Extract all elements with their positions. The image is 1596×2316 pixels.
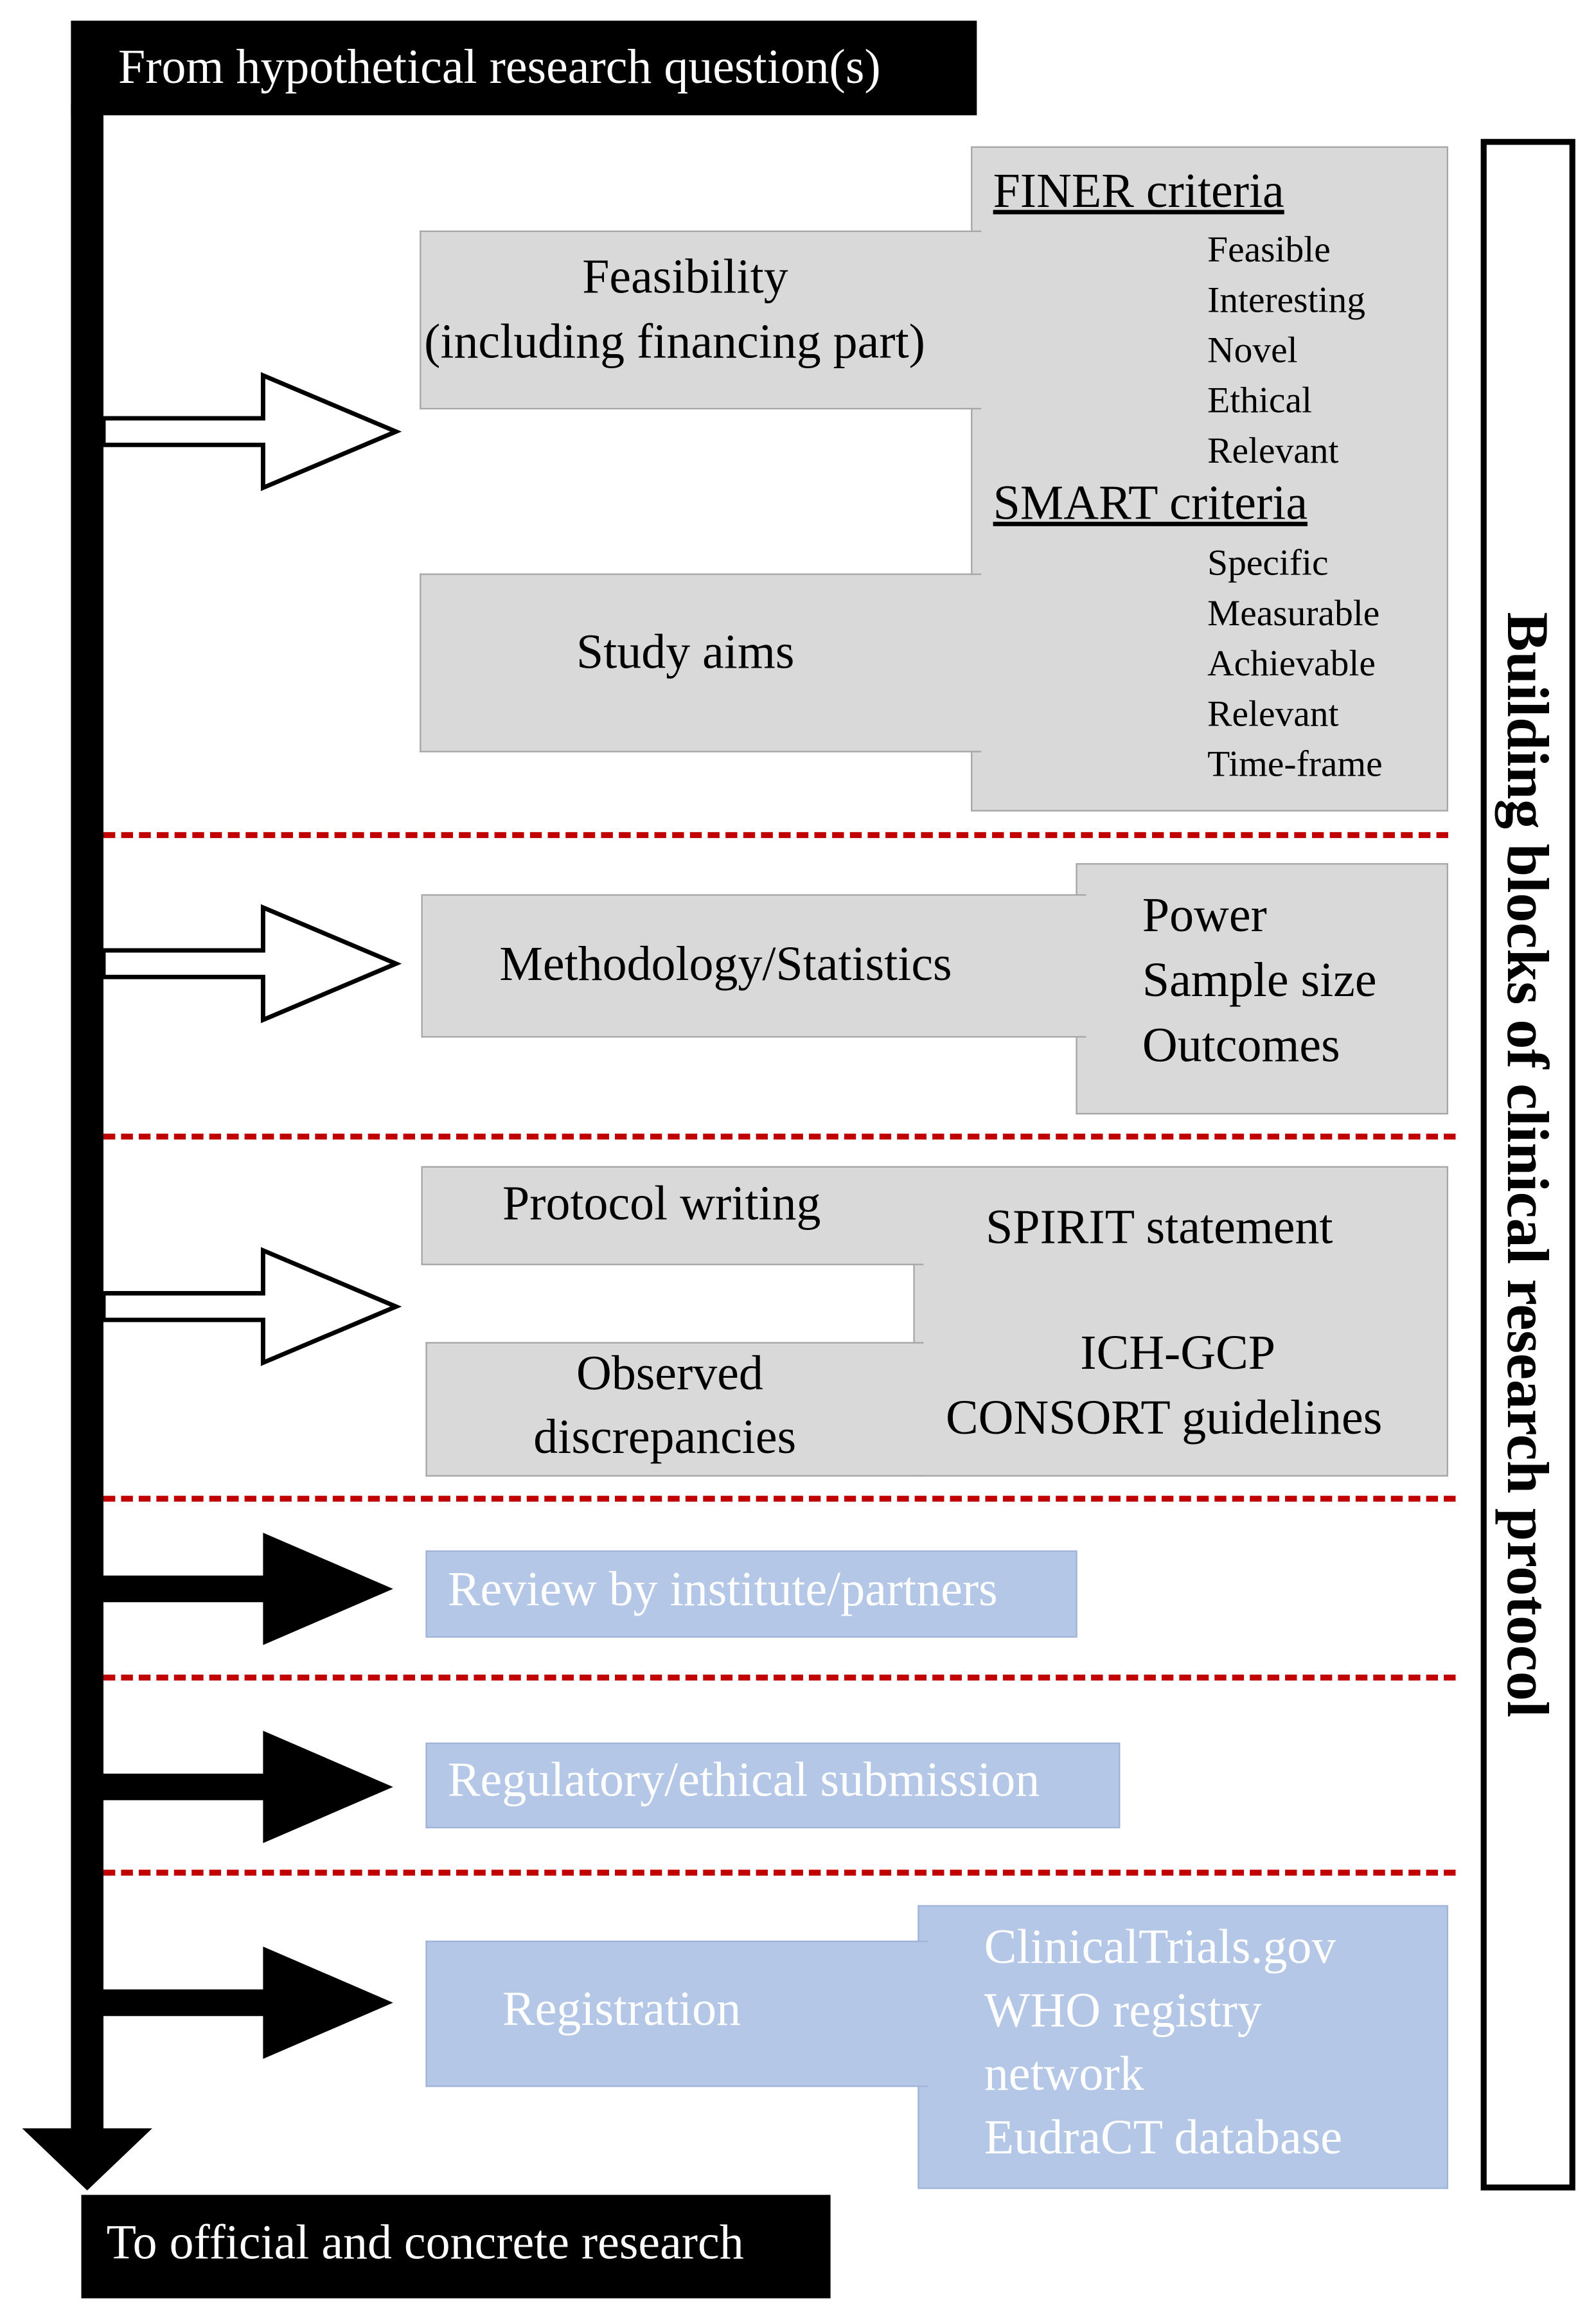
registries-box — [918, 1905, 1448, 2189]
review-box — [425, 1550, 1077, 1638]
solid-arrow-registration — [103, 1946, 393, 2059]
protocol-writing-box — [421, 1166, 924, 1265]
divider-4 — [103, 1674, 1456, 1681]
feasibility-subtitle: (including financing part) — [424, 316, 925, 370]
feasibility-box — [420, 230, 982, 410]
registry-item: EudraCT database — [984, 2112, 1342, 2166]
finer-item: Relevant — [1207, 431, 1339, 472]
protocol-writing-label: Protocol writing — [502, 1178, 821, 1231]
methodology-item: Power — [1142, 889, 1267, 943]
guidelines-box — [913, 1166, 1448, 1477]
methodology-item: Outcomes — [1142, 1020, 1340, 1073]
finer-title: FINER criteria — [993, 165, 1284, 219]
discrepancies-label: discrepancies — [533, 1411, 797, 1465]
finer-item: Novel — [1207, 331, 1298, 371]
solid-arrow-review — [103, 1533, 393, 1645]
divider-3 — [103, 1495, 1456, 1502]
methodology-box — [421, 894, 1086, 1038]
main-flow-shaft — [71, 103, 103, 2136]
hollow-arrow-methodology — [101, 904, 402, 1024]
main-flow-arrowhead — [22, 2128, 152, 2191]
top-banner-text: From hypothetical research question(s) — [118, 41, 881, 95]
side-label-text: Building blocks of clinical research pro… — [1494, 612, 1561, 1718]
solid-arrow-regulatory — [103, 1731, 393, 1844]
divider-1 — [103, 832, 1448, 839]
smart-item: Achievable — [1207, 644, 1376, 684]
smart-item: Relevant — [1207, 695, 1339, 735]
smart-title: SMART criteria — [993, 477, 1308, 531]
hollow-arrow-feasibility — [101, 371, 402, 492]
finer-item: Ethical — [1207, 381, 1312, 422]
spirit-label: SPIRIT statement — [986, 1201, 1333, 1255]
smart-item: Time-frame — [1207, 745, 1383, 785]
study-aims-box — [420, 573, 982, 753]
review-label: Review by institute/partners — [447, 1563, 998, 1617]
side-label-box: Building blocks of clinical research pro… — [1480, 139, 1575, 2191]
outcomes-box — [1076, 863, 1448, 1115]
top-banner: From hypothetical research question(s) — [71, 21, 977, 116]
registry-item: WHO registry — [984, 1984, 1262, 2038]
ichgcp-label: ICH-GCP — [1080, 1327, 1275, 1381]
regulatory-label: Regulatory/ethical submission — [447, 1754, 1040, 1808]
divider-2 — [103, 1134, 1456, 1140]
divider-5 — [103, 1869, 1456, 1876]
registration-label: Registration — [502, 1983, 741, 2037]
regulatory-box — [425, 1742, 1121, 1829]
finer-item: Feasible — [1207, 230, 1331, 271]
registry-item: network — [984, 2048, 1144, 2102]
discrepancies-box — [425, 1342, 924, 1477]
feasibility-label: Feasibility — [582, 251, 788, 305]
observed-label: Observed — [576, 1348, 763, 1402]
study-aims-label: Study aims — [576, 627, 795, 680]
smart-item: Measurable — [1207, 594, 1380, 634]
registration-box — [425, 1940, 928, 2087]
hollow-arrow-protocol — [101, 1247, 402, 1366]
smart-item: Specific — [1207, 544, 1329, 584]
finer-item: Interesting — [1207, 281, 1366, 321]
registry-item: ClinicalTrials.gov — [984, 1921, 1336, 1975]
methodology-item: Sample size — [1142, 954, 1377, 1008]
consort-label: CONSORT guidelines — [946, 1392, 1383, 1446]
methodology-label: Methodology/Statistics — [499, 938, 952, 992]
bottom-banner-text: To official and concrete research — [106, 2217, 744, 2270]
finer-smart-box — [971, 146, 1448, 812]
bottom-banner: To official and concrete research — [81, 2195, 831, 2299]
